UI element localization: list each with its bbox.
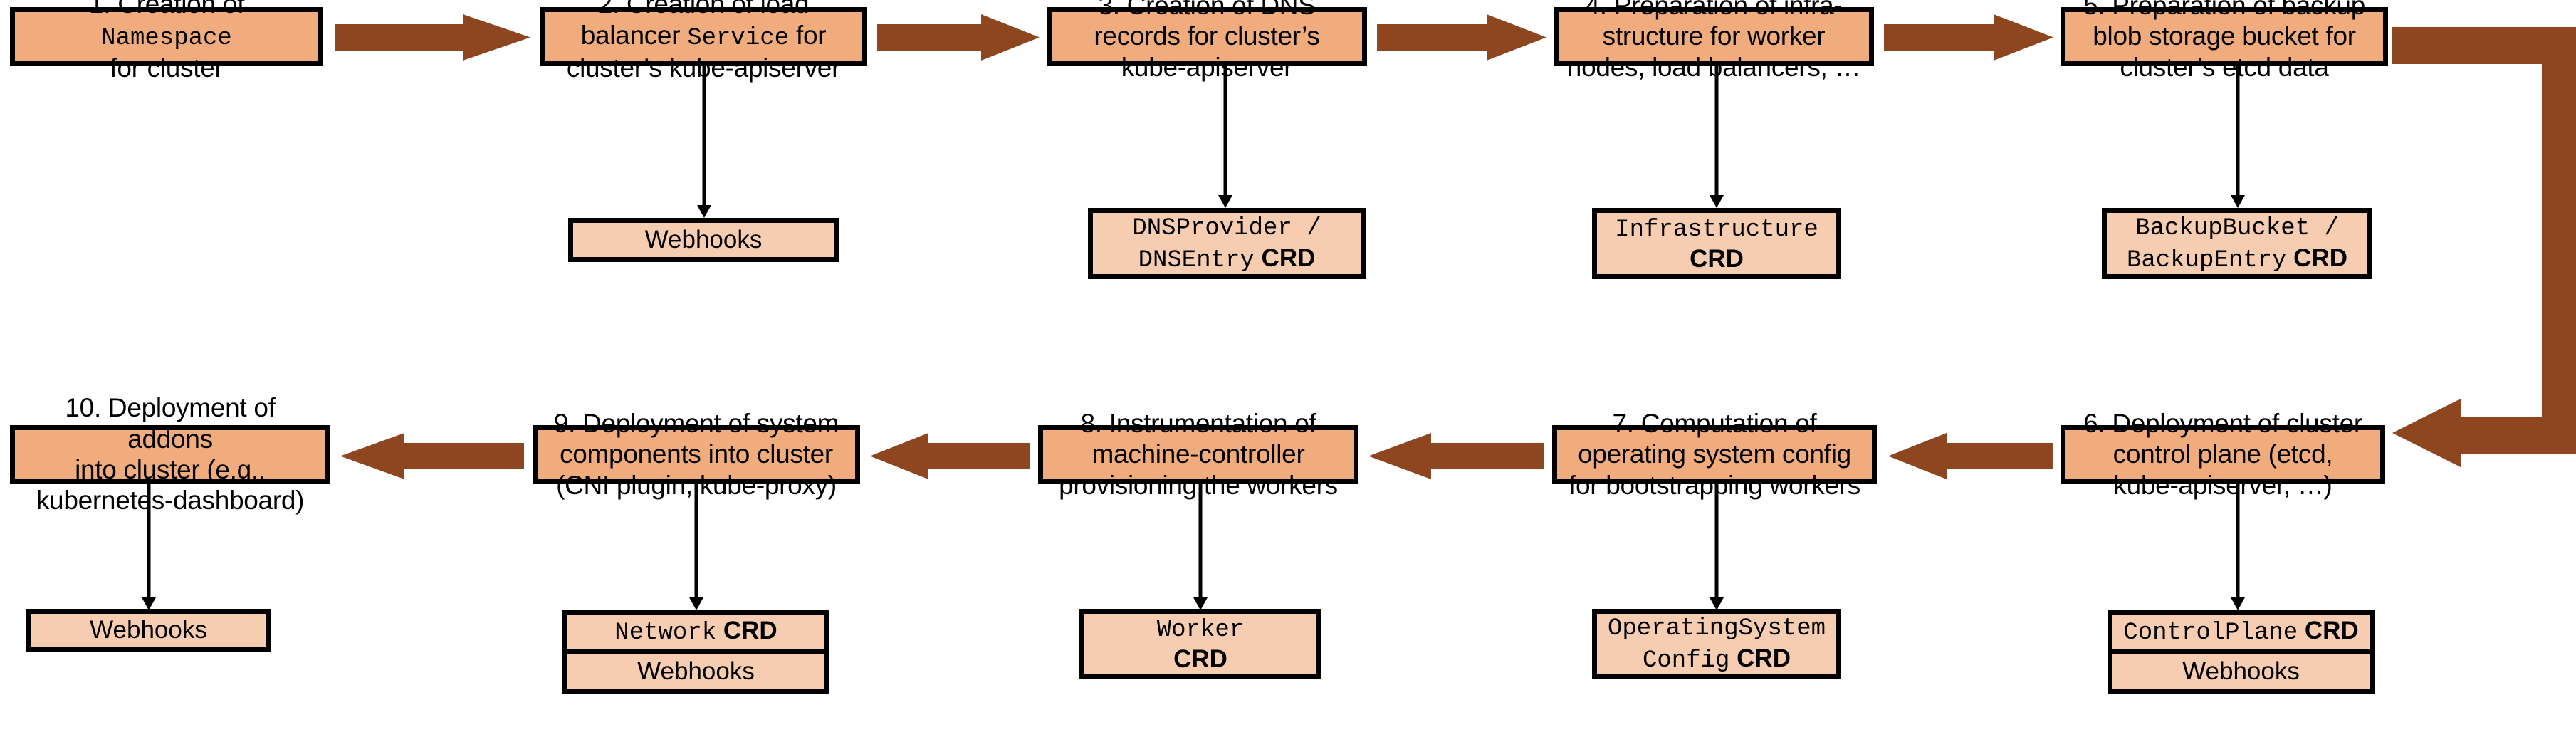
connector-6-to-artifact — [2229, 484, 2247, 612]
artifact-6-controlplane-label: ControlPlane CRD — [2123, 617, 2359, 647]
connector-10-to-artifact — [140, 484, 158, 612]
flow-arrow-1-to-2 — [335, 14, 530, 61]
artifact-9-webhooks-label: Webhooks — [637, 657, 755, 685]
artifact-9-network-label: Network CRD — [614, 617, 777, 647]
flow-arrow-8-to-9 — [870, 433, 1030, 479]
artifact-box-3-dns[interactable]: DNSProvider /DNSEntry CRD — [1088, 208, 1366, 279]
artifact-5-label: BackupBucket /BackupEntry CRD — [2127, 215, 2347, 274]
artifact-stack-6[interactable]: ControlPlane CRD Webhooks — [2108, 610, 2375, 694]
artifact-6-webhooks-cell[interactable]: Webhooks — [2112, 649, 2370, 689]
connector-5-to-artifact — [2229, 66, 2247, 209]
flow-arrow-2-to-3 — [877, 14, 1040, 61]
artifact-2-label: Webhooks — [644, 226, 763, 254]
flow-arrow-3-to-4 — [1377, 14, 1546, 61]
flow-arrow-9-to-10 — [340, 433, 524, 479]
step-box-4[interactable]: 4. Preparation of infra-structure for wo… — [1554, 0, 1874, 82]
artifact-box-5-backupbucket[interactable]: BackupBucket /BackupEntry CRD — [2102, 208, 2372, 279]
artifact-6-controlplane-cell[interactable]: ControlPlane CRD — [2112, 615, 2370, 649]
connector-2-to-artifact — [695, 66, 713, 219]
connector-4-to-artifact — [1707, 66, 1726, 209]
artifact-stack-9[interactable]: Network CRD Webhooks — [562, 610, 829, 694]
flow-arrow-6-to-7 — [1888, 433, 2053, 479]
artifact-10-label: Webhooks — [90, 616, 207, 644]
flow-arrow-7-to-8 — [1368, 433, 1544, 479]
artifact-box-10-webhooks[interactable]: Webhooks — [26, 609, 271, 652]
artifact-box-2-webhooks[interactable]: Webhooks — [568, 218, 839, 262]
connector-9-to-artifact — [687, 484, 706, 612]
connector-8-to-artifact — [1191, 484, 1210, 612]
artifact-9-webhooks-cell[interactable]: Webhooks — [567, 649, 824, 689]
artifact-6-webhooks-label: Webhooks — [2182, 657, 2300, 685]
artifact-3-label: DNSProvider /DNSEntry CRD — [1132, 215, 1321, 274]
flow-arrow-4-to-5 — [1884, 14, 2053, 61]
connector-3-to-artifact — [1216, 66, 1235, 209]
step-4-text: 4. Preparation of infra-structure for wo… — [1566, 0, 1861, 82]
flow-arrow-5-to-6-elbow — [2392, 27, 2576, 511]
connector-7-to-artifact — [1707, 484, 1726, 612]
artifact-9-network-cell[interactable]: Network CRD — [567, 615, 824, 649]
